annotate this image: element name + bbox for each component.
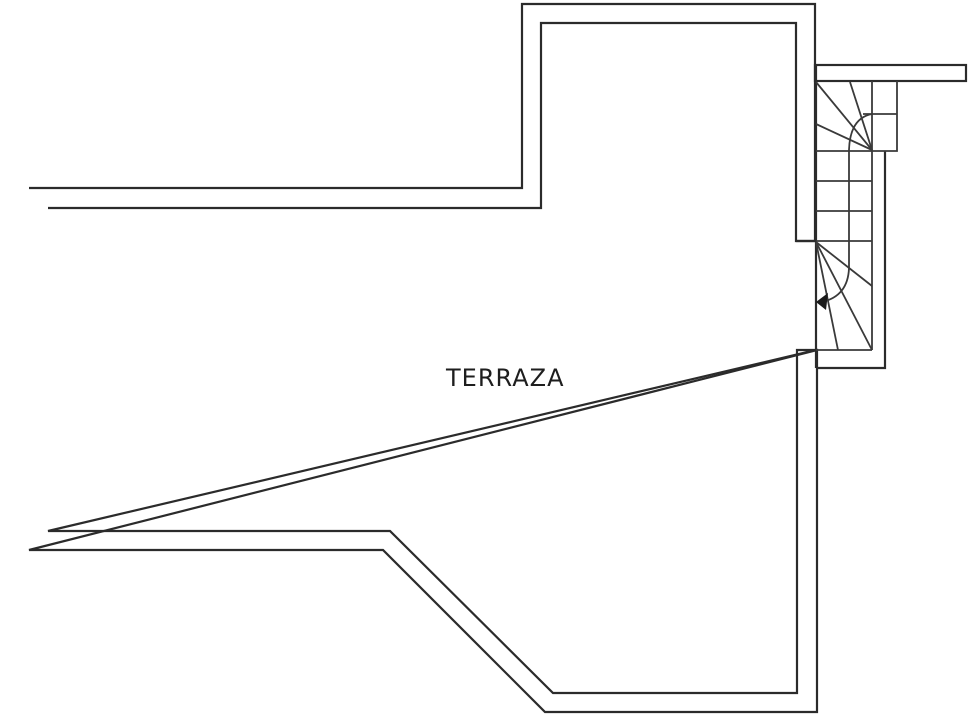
- staircase: [814, 65, 898, 370]
- direction-arrow-icon: [816, 293, 828, 310]
- outer-wall: [28, 2, 819, 714]
- ledge: [813, 63, 968, 83]
- room-label: TERRAZA: [446, 364, 565, 392]
- inner-wall: [47, 21, 817, 695]
